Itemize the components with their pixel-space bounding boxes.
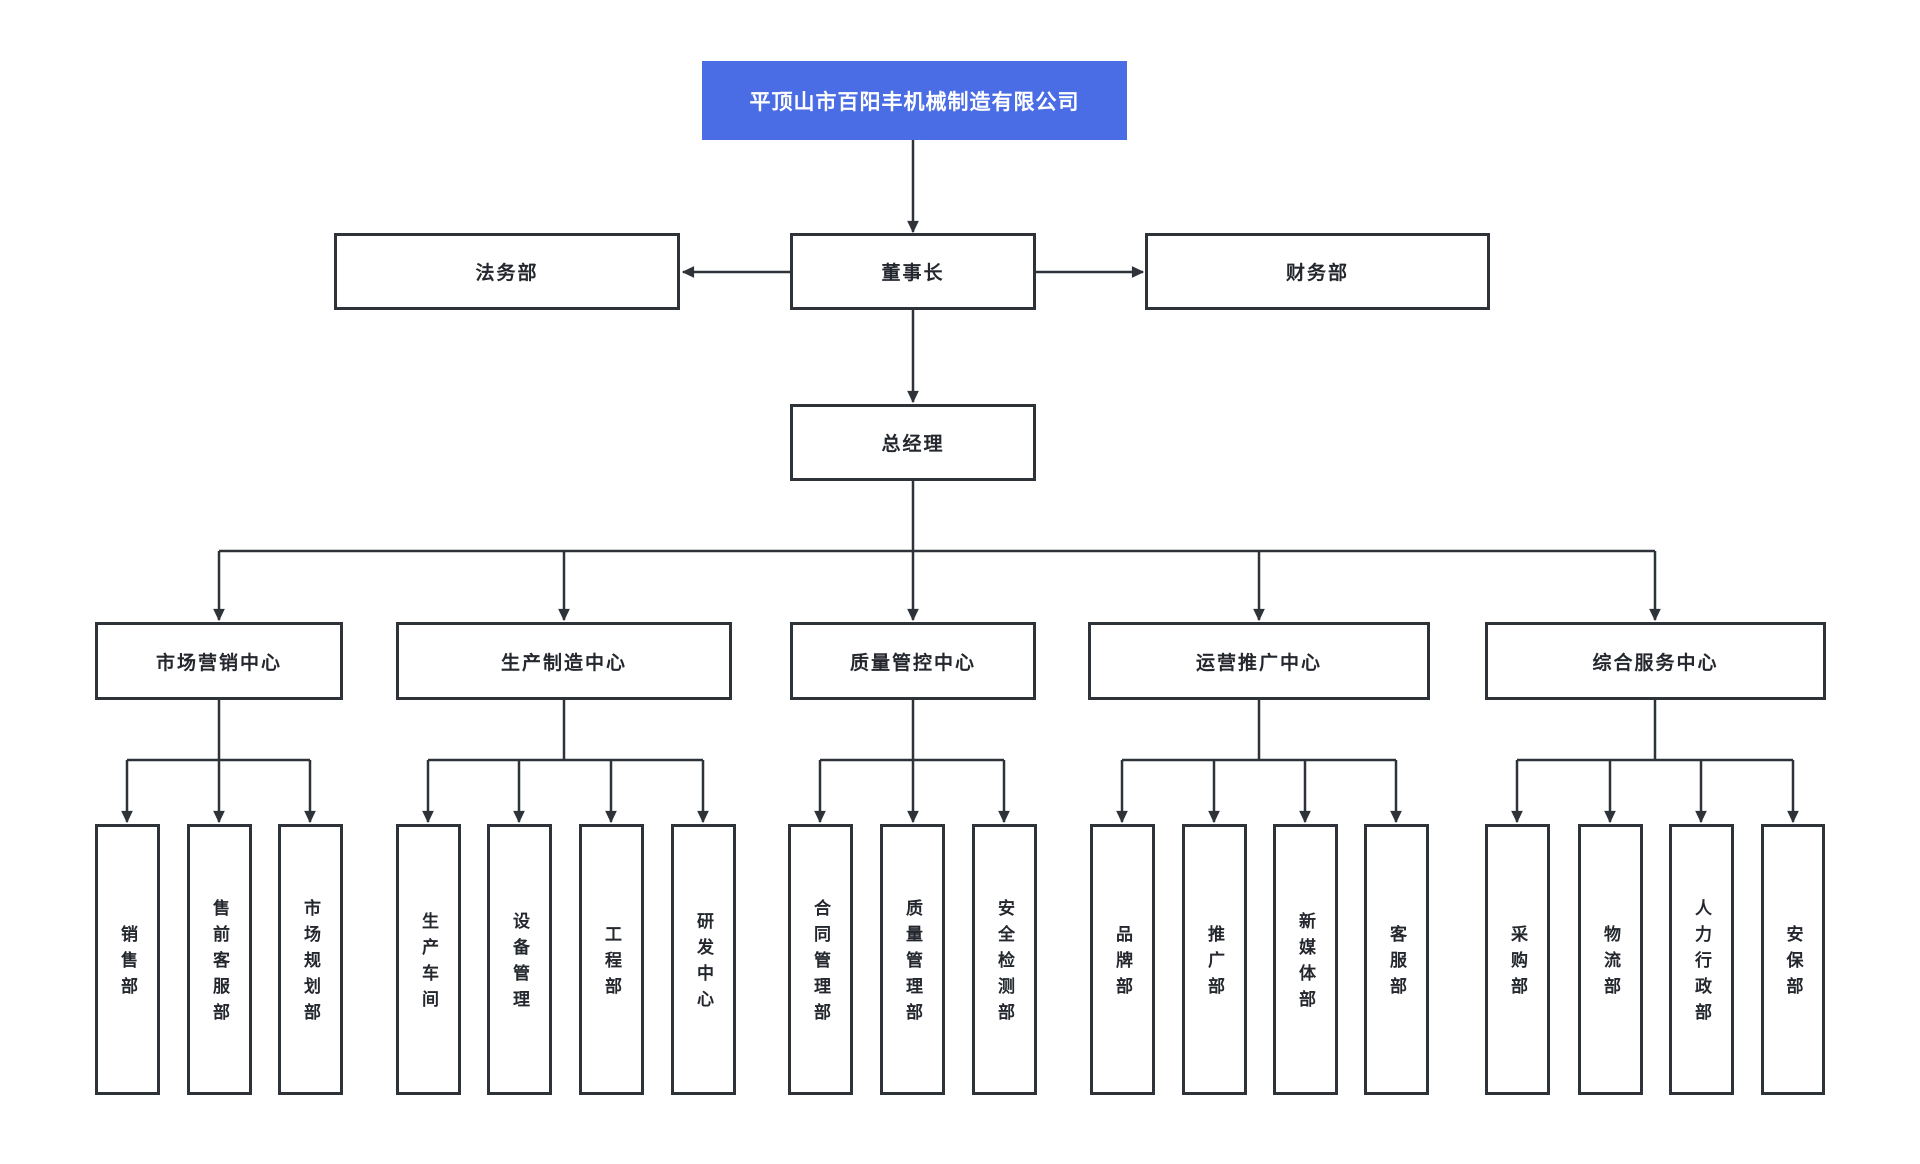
node-chairman: 董事长 bbox=[790, 233, 1036, 310]
node-dept-rnd-center: 研发中心 bbox=[671, 824, 736, 1095]
node-dept-security: 安保部 bbox=[1761, 824, 1825, 1095]
node-finance-dept: 财务部 bbox=[1145, 233, 1490, 310]
dept-label: 质量管理部 bbox=[903, 899, 922, 1029]
dept-label: 工程部 bbox=[602, 925, 621, 1003]
node-dept-presales-service: 售前客服部 bbox=[187, 824, 252, 1095]
dept-label: 新媒体部 bbox=[1296, 912, 1315, 1016]
node-center-operations: 运营推广中心 bbox=[1088, 622, 1430, 700]
node-dept-production-workshop: 生产车间 bbox=[396, 824, 461, 1095]
node-dept-hr-admin: 人力行政部 bbox=[1669, 824, 1734, 1095]
dept-label: 销售部 bbox=[118, 925, 137, 1003]
dept-label: 市场规划部 bbox=[301, 899, 320, 1029]
dept-label: 合同管理部 bbox=[811, 899, 830, 1029]
connector-marketing-group bbox=[121, 700, 316, 824]
node-legal-dept: 法务部 bbox=[334, 233, 680, 310]
node-dept-engineering: 工程部 bbox=[579, 824, 644, 1095]
dept-label: 采购部 bbox=[1508, 925, 1527, 1003]
dept-label: 推广部 bbox=[1205, 925, 1224, 1003]
node-dept-market-planning: 市场规划部 bbox=[278, 824, 343, 1095]
connector-services-group bbox=[1511, 700, 1799, 824]
node-dept-new-media: 新媒体部 bbox=[1273, 824, 1338, 1095]
node-center-marketing: 市场营销中心 bbox=[95, 622, 343, 700]
node-dept-equipment-mgmt: 设备管理 bbox=[487, 824, 552, 1095]
connector-production-group bbox=[422, 700, 709, 824]
node-center-production: 生产制造中心 bbox=[396, 622, 732, 700]
dept-label: 售前客服部 bbox=[210, 899, 229, 1029]
connector-quality-group bbox=[814, 700, 1010, 824]
node-dept-customer-service: 客服部 bbox=[1364, 824, 1429, 1095]
node-general-manager: 总经理 bbox=[790, 404, 1036, 481]
dept-label: 生产车间 bbox=[419, 912, 438, 1016]
node-center-quality: 质量管控中心 bbox=[790, 622, 1036, 700]
node-center-services: 综合服务中心 bbox=[1485, 622, 1826, 700]
dept-label: 设备管理 bbox=[510, 912, 529, 1016]
dept-label: 安全检测部 bbox=[995, 899, 1014, 1029]
dept-label: 研发中心 bbox=[694, 912, 713, 1016]
connector-operations-group bbox=[1116, 700, 1402, 824]
node-dept-quality-mgmt: 质量管理部 bbox=[880, 824, 945, 1095]
dept-label: 安保部 bbox=[1783, 925, 1803, 1003]
dept-label: 人力行政部 bbox=[1692, 899, 1711, 1029]
node-company: 平顶山市百阳丰机械制造有限公司 bbox=[702, 61, 1127, 140]
node-dept-contract-mgmt: 合同管理部 bbox=[788, 824, 853, 1095]
node-dept-promotion: 推广部 bbox=[1182, 824, 1247, 1095]
node-dept-sales: 销售部 bbox=[95, 824, 160, 1095]
node-dept-logistics: 物流部 bbox=[1578, 824, 1643, 1095]
connector-gm-to-centers bbox=[213, 481, 1661, 622]
node-dept-procurement: 采购部 bbox=[1485, 824, 1550, 1095]
dept-label: 客服部 bbox=[1387, 925, 1406, 1003]
dept-label: 物流部 bbox=[1601, 925, 1620, 1003]
node-dept-brand: 品牌部 bbox=[1090, 824, 1155, 1095]
dept-label: 品牌部 bbox=[1113, 925, 1132, 1003]
node-dept-safety-inspection: 安全检测部 bbox=[972, 824, 1037, 1095]
